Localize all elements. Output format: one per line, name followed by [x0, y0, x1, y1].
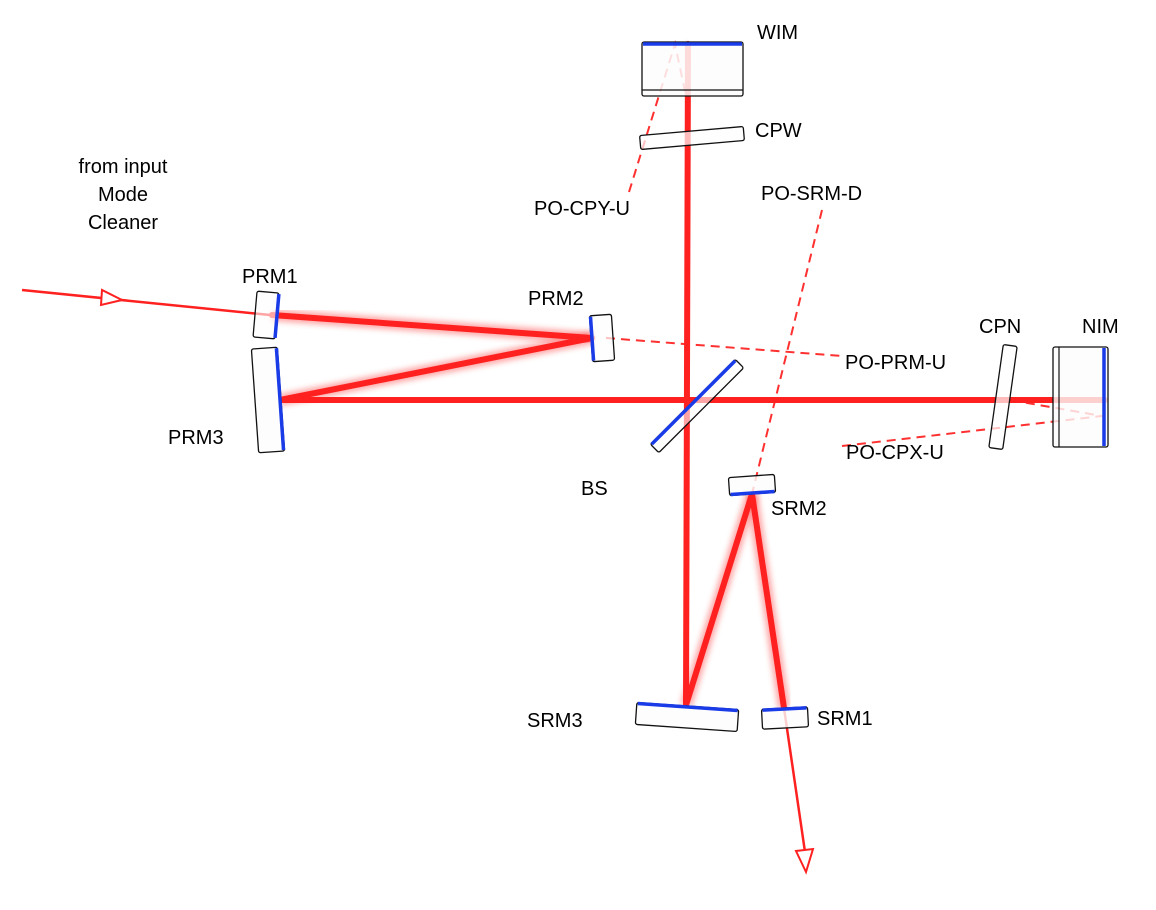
beam-splitter[interactable]: [650, 359, 744, 453]
prm3-label: PRM3: [168, 427, 224, 449]
input-label-line3: Cleaner: [88, 212, 158, 234]
po-prm-u-beam: [605, 337, 843, 357]
po-prm-u-label: PO-PRM-U: [845, 352, 946, 374]
nim-mirror[interactable]: [1052, 346, 1109, 448]
input-beam: [21, 288, 271, 317]
srm1-label: SRM1: [817, 708, 873, 730]
prm3-mirror[interactable]: [250, 346, 286, 454]
srm3-label: SRM3: [527, 710, 583, 732]
srm1-mirror[interactable]: [760, 706, 810, 730]
beam-prm1-prm2: [269, 312, 595, 341]
srm2-mirror[interactable]: [727, 473, 777, 497]
po-srm-d-beam: [751, 209, 823, 495]
laser-beams: [21, 41, 1108, 875]
cpn-label: CPN: [979, 316, 1021, 338]
output-beam: [782, 707, 807, 853]
cpw-label: CPW: [755, 120, 802, 142]
wim-mirror[interactable]: [641, 41, 744, 97]
prm1-mirror[interactable]: [252, 290, 281, 340]
po-srm-d-label: PO-SRM-D: [761, 183, 862, 205]
labels: from input Mode Cleaner WIM CPW PO-CPY-U…: [79, 22, 1119, 732]
wim-label: WIM: [757, 22, 798, 44]
cpw-plate[interactable]: [639, 126, 745, 150]
input-label-line1: from input: [79, 156, 168, 178]
beam-wim-srm3: [683, 41, 691, 708]
output-arrow-icon: [794, 847, 815, 875]
prm2-label: PRM2: [528, 288, 584, 310]
po-cpx-u-label: PO-CPX-U: [846, 442, 944, 464]
cpn-plate[interactable]: [988, 344, 1018, 450]
input-label-line2: Mode: [98, 184, 148, 206]
beam-srm2-srm1: [749, 491, 787, 711]
po-cpy-u-label: PO-CPY-U: [534, 198, 630, 220]
bs-label: BS: [581, 478, 608, 500]
srm2-label: SRM2: [771, 498, 827, 520]
prm2-mirror[interactable]: [588, 313, 616, 363]
srm3-mirror[interactable]: [634, 701, 740, 733]
nim-label: NIM: [1082, 316, 1119, 338]
beam-prm2-prm3: [277, 335, 595, 403]
input-arrow-icon: [99, 288, 125, 307]
prm1-label: PRM1: [242, 266, 298, 288]
beam-srm2-srm3: [683, 491, 755, 708]
